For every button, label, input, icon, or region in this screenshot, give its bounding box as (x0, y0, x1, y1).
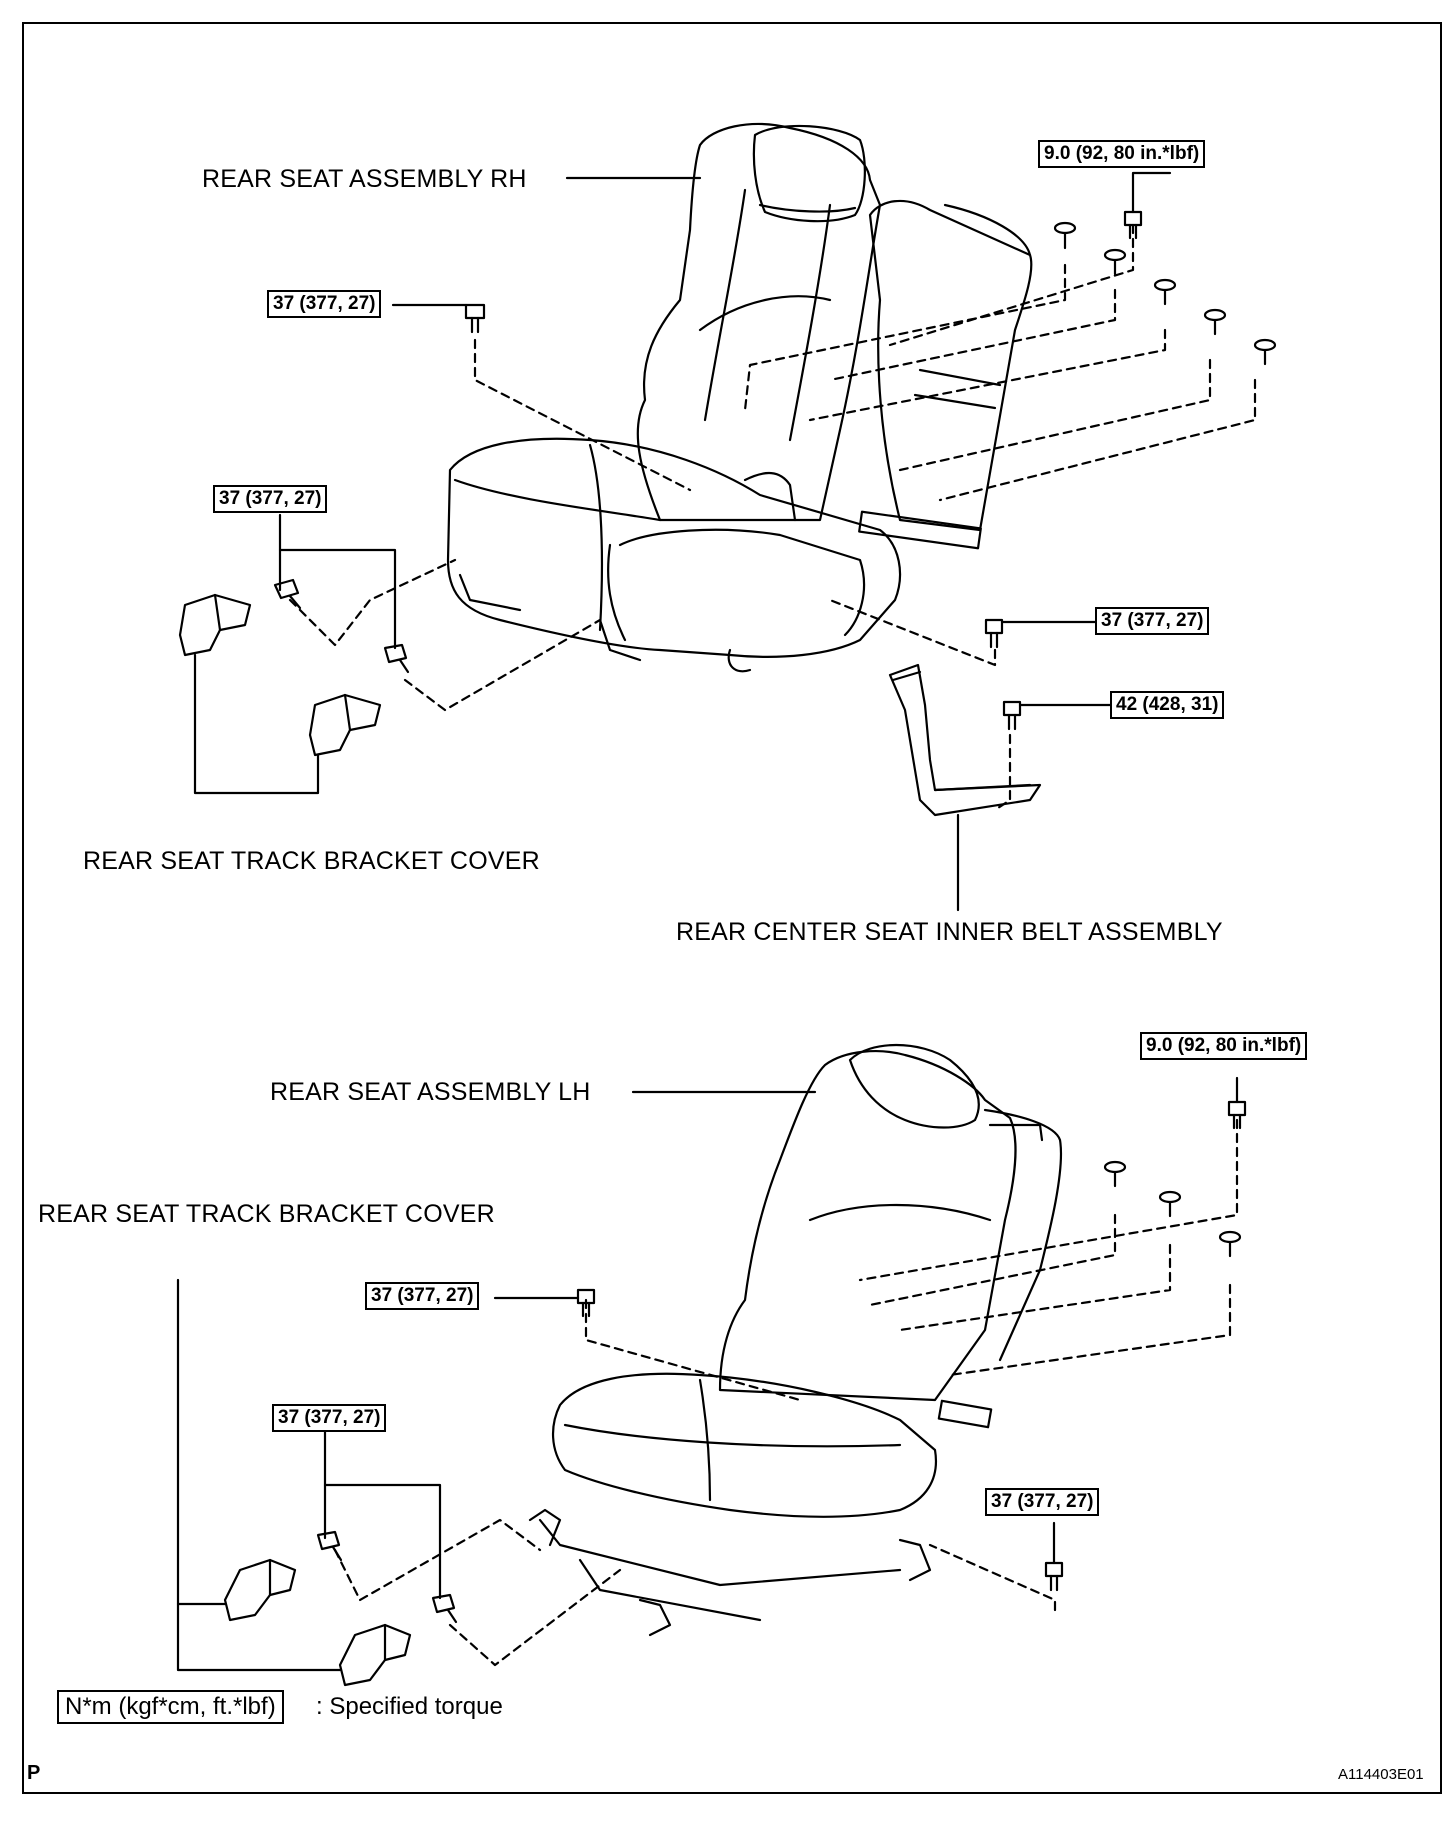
torque-lower-right-bolt: 9.0 (92, 80 in.*lbf) (1140, 1032, 1308, 1060)
diagram-frame (22, 22, 1442, 1794)
figure-id: A114403E01 (1338, 1766, 1424, 1783)
torque-upper-seat-bolt: 37 (377, 27) (267, 290, 382, 318)
torque-upper-track-bolts: 37 (377, 27) (213, 485, 328, 513)
label-bracket-cover-upper: REAR SEAT TRACK BRACKET COVER (83, 847, 540, 875)
torque-lower-track-bolts: 37 (377, 27) (272, 1404, 387, 1432)
lower-dashed-leaders (333, 1118, 1239, 1667)
torque-belt-bolt: 42 (428, 31) (1110, 691, 1225, 719)
upper-dashed-leaders (288, 223, 1257, 812)
upper-solid-leaders (193, 171, 1172, 912)
torque-lower-seat-bolt: 37 (377, 27) (365, 1282, 480, 1310)
label-rear-seat-lh: REAR SEAT ASSEMBLY LH (270, 1078, 591, 1106)
page-letter: P (27, 1762, 41, 1784)
lower-bracket-covers (223, 1558, 412, 1687)
torque-upper-side-bolt: 37 (377, 27) (1095, 607, 1210, 635)
label-bracket-cover-lower: REAR SEAT TRACK BRACKET COVER (38, 1200, 495, 1228)
torque-lower-side-bolt: 37 (377, 27) (985, 1488, 1100, 1516)
legend-specified-torque: : Specified torque (316, 1693, 503, 1720)
upper-fasteners (273, 210, 1277, 731)
rear-seat-lh-drawing (528, 1044, 1063, 1637)
rear-seat-rh-drawing (446, 122, 1033, 673)
upper-bracket-covers (178, 593, 382, 757)
lower-solid-leaders (176, 1076, 1239, 1672)
torque-upper-right-bolt: 9.0 (92, 80 in.*lbf) (1038, 140, 1206, 168)
inner-belt-drawing (888, 663, 1042, 817)
label-rear-seat-rh: REAR SEAT ASSEMBLY RH (202, 165, 527, 193)
legend-unit-box: N*m (kgf*cm, ft.*lbf) (57, 1690, 284, 1724)
label-inner-belt: REAR CENTER SEAT INNER BELT ASSEMBLY (676, 918, 1223, 946)
